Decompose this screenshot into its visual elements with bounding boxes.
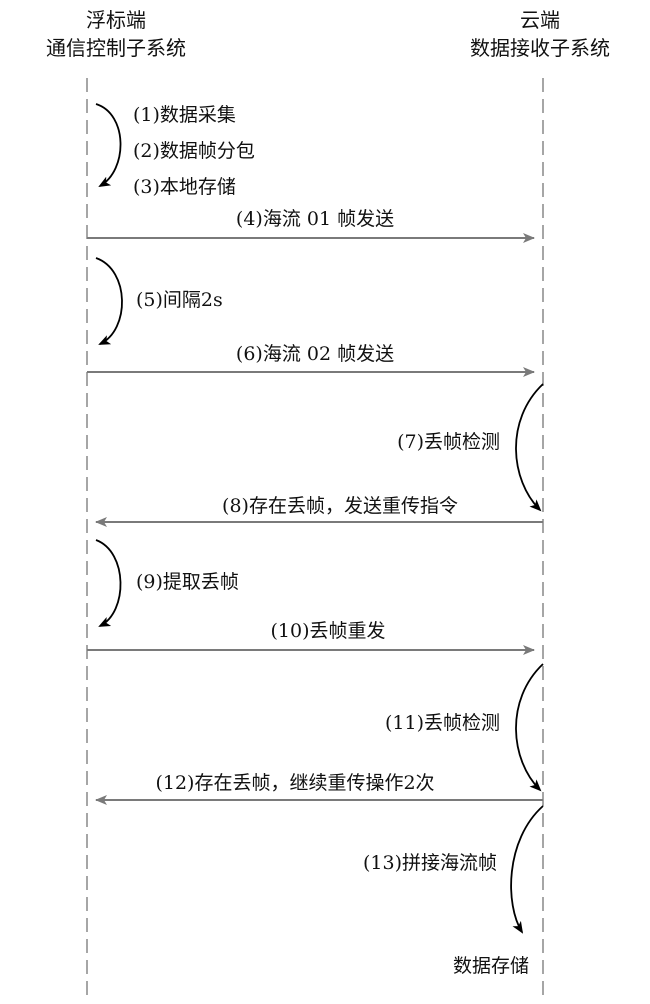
self-loop-arrow-13: [510, 805, 544, 934]
step-label-12: (12)存在丢帧，继续重传操作2次: [155, 772, 434, 794]
step-label-6: (6)海流 02 帧发送: [236, 343, 394, 365]
step-label-7: (7)丢帧检测: [397, 431, 500, 453]
step-label-4: (4)海流 01 帧发送: [236, 208, 394, 230]
step-label-5: (5)间隔2s: [136, 289, 223, 311]
left-participant-name: 浮标端: [86, 8, 146, 32]
right-participant-name: 云端: [520, 8, 560, 32]
left-participant-subsystem: 通信控制子系统: [46, 36, 186, 60]
step-label-3: (3)本地存储: [133, 176, 236, 198]
self-loop-arrow-5: [95, 257, 123, 345]
step-label-1: (1)数据采集: [133, 104, 236, 126]
final-label: 数据存储: [453, 955, 529, 977]
step-label-13: (13)拼接海流帧: [363, 852, 497, 874]
step-label-2: (2)数据帧分包: [133, 140, 255, 162]
self-loop-arrow-7: [515, 383, 544, 512]
self-loop-arrow-9: [95, 539, 122, 627]
step-label-8: (8)存在丢帧，发送重传指令: [222, 495, 458, 517]
step-label-10: (10)丢帧重发: [270, 620, 385, 642]
right-participant-subsystem: 数据接收子系统: [470, 36, 610, 60]
step-label-9: (9)提取丢帧: [136, 571, 239, 593]
self-loop-arrow-1-3: [95, 103, 122, 187]
step-label-11: (11)丢帧检测: [385, 712, 500, 734]
self-loop-arrow-11: [515, 663, 544, 792]
